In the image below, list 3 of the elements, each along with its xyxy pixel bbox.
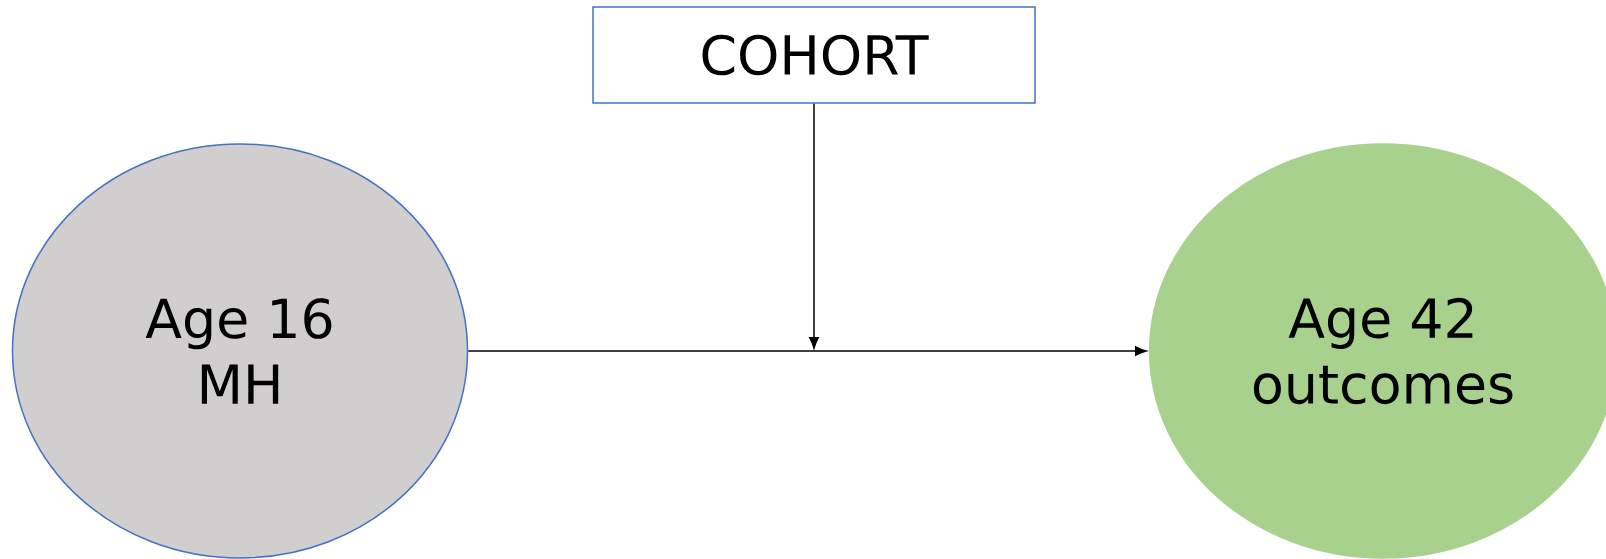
cohort-box: COHORT [592,6,1036,104]
arrow [809,103,819,349]
arrow [467,346,1147,356]
